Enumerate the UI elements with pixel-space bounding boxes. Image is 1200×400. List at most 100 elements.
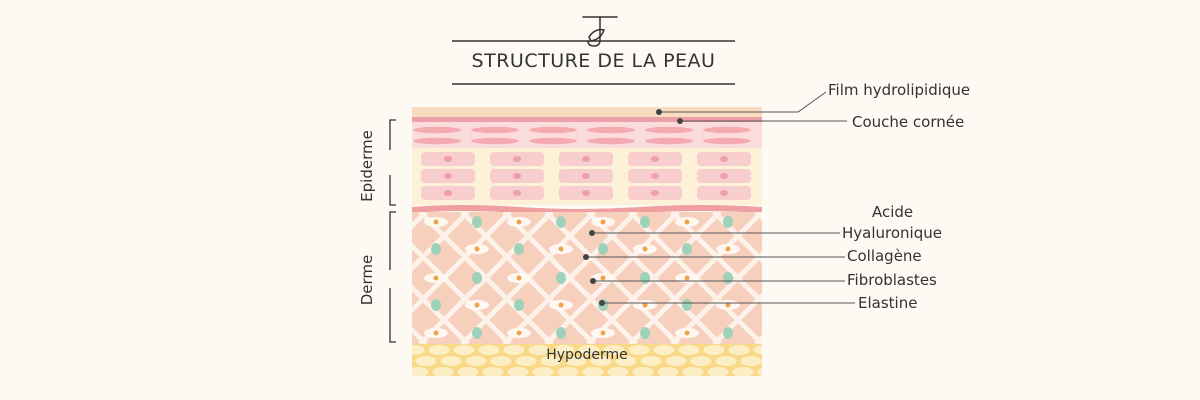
cornee-cell	[529, 137, 577, 145]
fat-cell	[478, 345, 500, 355]
fibroblast-nucleus	[558, 246, 564, 252]
collagen-dot	[556, 272, 566, 284]
collagen-dot	[556, 327, 566, 339]
fat-cell	[703, 345, 725, 355]
fat-cell	[682, 367, 704, 376]
fat-cell	[640, 356, 662, 366]
label-elastine: Elastine	[858, 294, 918, 312]
cornee-cell	[587, 126, 635, 134]
fat-cell	[578, 345, 600, 355]
derme-label: Derme	[358, 254, 376, 306]
fat-cell	[615, 356, 637, 366]
collagen-fiber	[712, 292, 762, 344]
label-collagene: Collagène	[847, 247, 922, 265]
film-layer	[412, 107, 762, 117]
epiderme-bracket	[389, 119, 396, 206]
fibroblast-nucleus	[600, 219, 606, 225]
fat-cell	[515, 356, 537, 366]
collagen-dot	[556, 216, 566, 228]
fat-cell	[440, 356, 462, 366]
fibroblast-nucleus	[684, 330, 690, 336]
fat-cell	[503, 345, 525, 355]
fat-cell	[457, 367, 479, 376]
collagen-fiber	[670, 250, 762, 344]
fat-cell	[628, 345, 650, 355]
fibroblast-nucleus	[516, 219, 522, 225]
fat-cell	[690, 356, 712, 366]
collagen-fiber	[586, 212, 722, 344]
cell-nucleus	[720, 173, 728, 179]
fibroblast-nucleus	[433, 219, 439, 225]
leader-lines	[586, 91, 855, 304]
epidermis-upper	[412, 122, 762, 148]
collagen-dot	[598, 243, 608, 255]
collagen-fiber	[412, 284, 470, 344]
collagen-dot	[640, 216, 650, 228]
fibroblast-nucleus	[516, 330, 522, 336]
fibroblast-nucleus	[725, 302, 731, 308]
fibroblast-nucleus	[516, 275, 522, 281]
fat-cell	[528, 345, 550, 355]
fibroblast-nucleus	[642, 246, 648, 252]
label-fibroblastes: Fibroblastes	[847, 271, 937, 289]
fat-cell	[757, 367, 762, 376]
fibroblast-nucleus	[642, 302, 648, 308]
cornee-line	[412, 117, 762, 122]
fat-cell	[565, 356, 587, 366]
cell-nucleus	[582, 190, 590, 196]
fat-cell	[553, 345, 575, 355]
cell-nucleus	[582, 173, 590, 179]
cornee-cell	[413, 137, 461, 145]
fat-cell	[432, 367, 454, 376]
cornee-cell	[645, 126, 693, 134]
fat-cell	[507, 367, 529, 376]
dermis-layer	[412, 212, 762, 344]
collagen-dot	[640, 327, 650, 339]
cell-nucleus	[513, 156, 521, 162]
fibroblast-nucleus	[684, 219, 690, 225]
fat-cell	[653, 345, 675, 355]
collagen-dot	[514, 299, 524, 311]
fibroblast-nucleus	[684, 275, 690, 281]
cornee-cell	[413, 126, 461, 134]
fat-cell	[607, 367, 629, 376]
cell-nucleus	[513, 190, 521, 196]
collagen-dot	[472, 272, 482, 284]
collagen-dot	[682, 243, 692, 255]
fat-cell	[557, 367, 579, 376]
fat-cell	[732, 367, 754, 376]
collagen-fiber	[412, 212, 470, 272]
fat-cell	[415, 356, 437, 366]
fat-cell	[582, 367, 604, 376]
cell-nucleus	[444, 190, 452, 196]
fibroblast-nucleus	[600, 275, 606, 281]
fat-cell	[740, 356, 762, 366]
cornee-cell	[587, 137, 635, 145]
fat-cell	[540, 356, 562, 366]
fat-cell	[412, 367, 429, 376]
collagen-dot	[723, 272, 733, 284]
collagen-fiber	[502, 212, 638, 344]
epiderme-label: Epiderme	[358, 130, 376, 202]
collagen-dot	[682, 299, 692, 311]
fat-cells	[412, 345, 762, 376]
collagen-fiber	[712, 212, 762, 264]
cornee-cell	[471, 126, 519, 134]
tea-leaf-logo-icon	[582, 16, 618, 47]
fat-cell	[490, 356, 512, 366]
fat-cell	[482, 367, 504, 376]
fat-cell	[590, 356, 612, 366]
cell-nucleus	[582, 156, 590, 162]
fibroblast-nucleus	[474, 302, 480, 308]
fat-cell	[707, 367, 729, 376]
fat-cell	[715, 356, 737, 366]
fibroblast-nucleus	[433, 330, 439, 336]
cornee-cell	[703, 137, 751, 145]
fat-cell	[465, 356, 487, 366]
collagen-fiber	[418, 212, 554, 344]
basal-membrane	[412, 205, 762, 215]
fibroblast-nucleus	[558, 302, 564, 308]
fibroblast-nucleus	[474, 246, 480, 252]
collagen-dot	[640, 272, 650, 284]
derme-bracket	[389, 211, 396, 343]
